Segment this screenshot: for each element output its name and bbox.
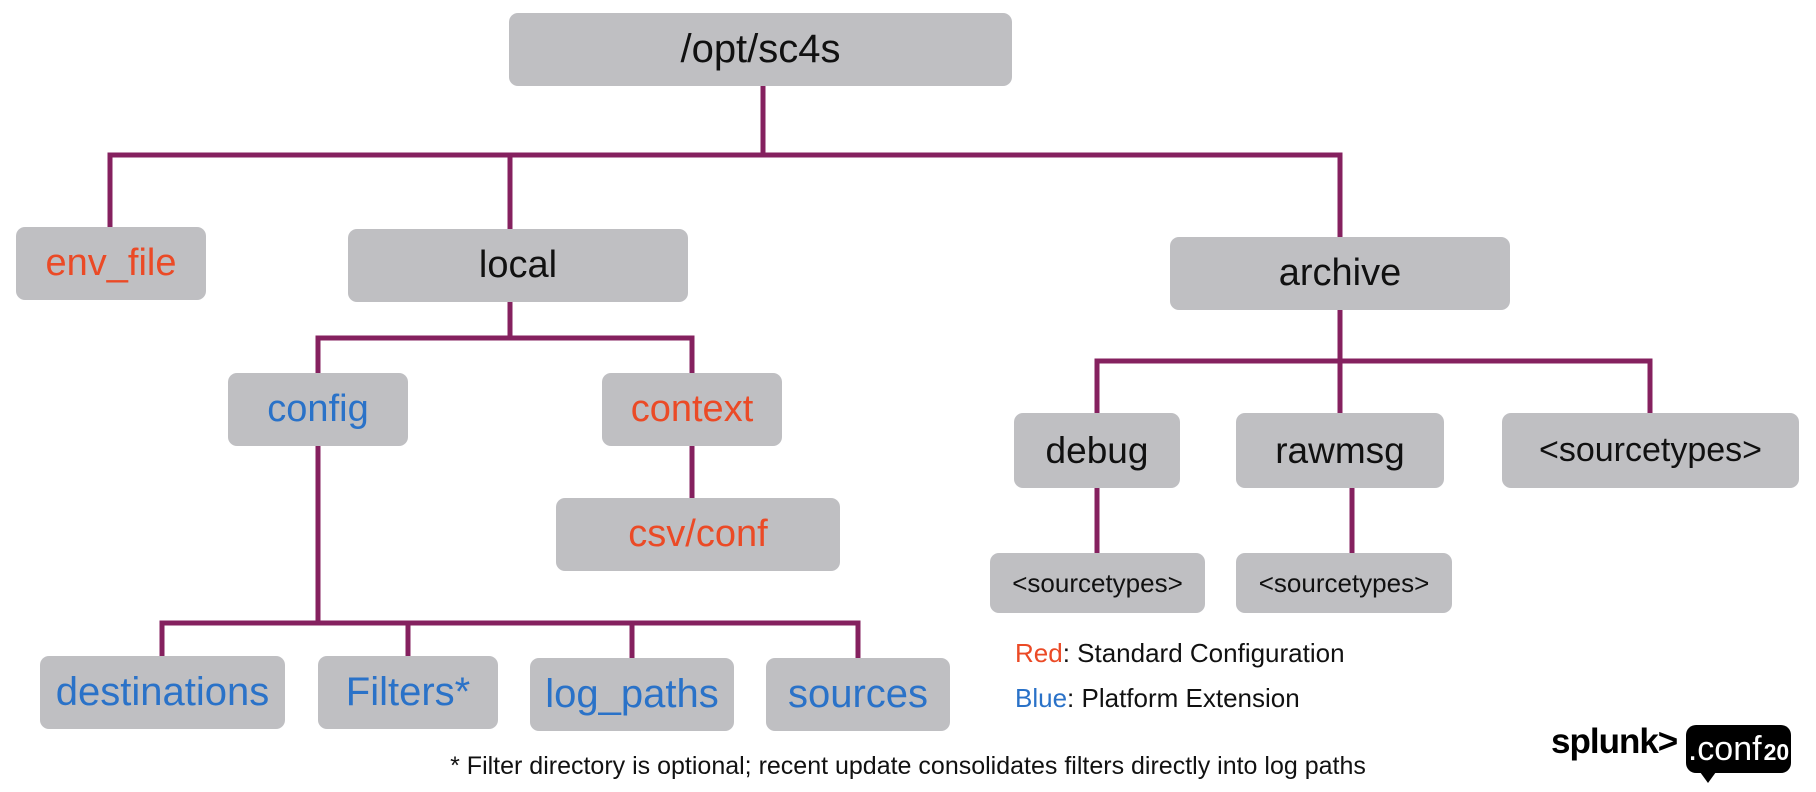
conf-logo-year: 20 bbox=[1763, 738, 1790, 765]
config-label: config bbox=[267, 388, 369, 430]
destinations-node: destinations bbox=[40, 656, 285, 729]
csv-conf-node: csv/conf bbox=[556, 498, 840, 571]
rawmsg-node: rawmsg bbox=[1236, 413, 1444, 488]
legend-blue-description: : Platform Extension bbox=[1067, 683, 1300, 713]
archive-label: archive bbox=[1278, 252, 1402, 294]
root-node: /opt/sc4s bbox=[509, 13, 1012, 86]
root-node-label: /opt/sc4s bbox=[680, 27, 841, 71]
local-label: local bbox=[478, 244, 558, 286]
filters-node: Filters* bbox=[318, 656, 498, 729]
sourcetypes-node: <sourcetypes> bbox=[1502, 413, 1799, 488]
env-file-label: env_file bbox=[45, 242, 177, 284]
filters-label: Filters* bbox=[345, 670, 471, 714]
context-label: context bbox=[630, 388, 754, 430]
splunk-logo: splunk> bbox=[1551, 722, 1678, 761]
debug-sourcetypes-node: <sourcetypes> bbox=[990, 553, 1205, 613]
debug-node: debug bbox=[1014, 413, 1180, 488]
footnote: * Filter directory is optional; recent u… bbox=[450, 752, 1366, 780]
conf-logo-text: .conf bbox=[1687, 729, 1762, 768]
csv-conf-label: csv/conf bbox=[628, 513, 768, 555]
rawmsg-label: rawmsg bbox=[1275, 429, 1405, 471]
debug-label: debug bbox=[1045, 429, 1149, 471]
archive-node: archive bbox=[1170, 237, 1510, 310]
rawmsg-sourcetypes-node: <sourcetypes> bbox=[1236, 553, 1452, 613]
debug-sourcetypes-label: <sourcetypes> bbox=[1012, 567, 1183, 598]
destinations-label: destinations bbox=[55, 670, 270, 714]
legend-blue-keyword: Blue bbox=[1015, 683, 1068, 713]
log-paths-node: log_paths bbox=[530, 658, 734, 731]
env-file-node: env_file bbox=[16, 227, 206, 300]
log-paths-label: log_paths bbox=[545, 672, 719, 716]
legend-red-keyword: Red bbox=[1015, 638, 1063, 668]
legend-blue: Blue: Platform Extension bbox=[1015, 683, 1300, 714]
sources-node: sources bbox=[766, 658, 950, 731]
rawmsg-sourcetypes-label: <sourcetypes> bbox=[1258, 567, 1430, 598]
sourcetypes-label: <sourcetypes> bbox=[1538, 431, 1763, 469]
sources-label: sources bbox=[787, 672, 929, 716]
local-node: local bbox=[348, 229, 688, 302]
legend-red: Red: Standard Configuration bbox=[1015, 638, 1345, 669]
legend-red-description: : Standard Configuration bbox=[1062, 638, 1345, 668]
config-node: config bbox=[228, 373, 408, 446]
context-node: context bbox=[602, 373, 782, 446]
